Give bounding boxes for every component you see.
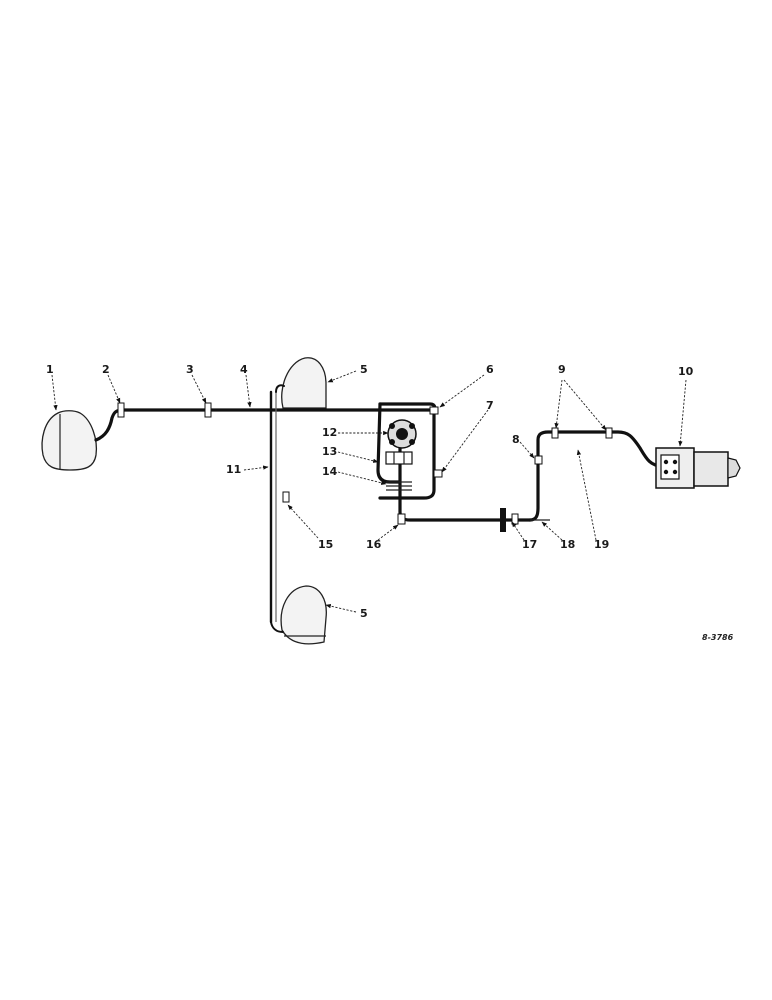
upper-headlamp — [281, 357, 327, 411]
callout-8: 8 — [512, 433, 520, 446]
generator — [655, 447, 741, 489]
callout-15: 15 — [318, 538, 333, 551]
leader-lines — [51, 370, 687, 613]
light-switch — [387, 419, 417, 449]
reference-code: 8-3786 — [702, 633, 734, 642]
callout-14: 14 — [322, 465, 338, 478]
callout-7: 7 — [486, 399, 494, 412]
main-harness — [94, 402, 664, 522]
callout-labels: 1 2 3 4 5 6 7 8 9 10 11 12 13 14 15 16 1… — [46, 363, 734, 642]
callout-18: 18 — [560, 538, 575, 551]
callout-11: 11 — [226, 463, 241, 476]
connector-block — [385, 451, 413, 491]
left-headlamp — [41, 410, 98, 471]
callout-19: 19 — [594, 538, 609, 551]
callout-16: 16 — [366, 538, 382, 551]
callout-6: 6 — [486, 363, 494, 376]
callout-3: 3 — [186, 363, 194, 376]
callout-2: 2 — [102, 363, 110, 376]
callout-17: 17 — [522, 538, 537, 551]
callout-5-lower: 5 — [360, 607, 368, 620]
callout-13: 13 — [322, 445, 337, 458]
callout-4: 4 — [240, 363, 248, 376]
harness-clips — [117, 402, 613, 532]
vertical-harness-11 — [269, 384, 285, 633]
callout-9: 9 — [558, 363, 566, 376]
callout-12: 12 — [322, 426, 337, 439]
callout-1: 1 — [46, 363, 54, 376]
lower-headlamp — [280, 585, 327, 645]
callout-5-upper: 5 — [360, 363, 368, 376]
callout-10: 10 — [678, 365, 694, 378]
